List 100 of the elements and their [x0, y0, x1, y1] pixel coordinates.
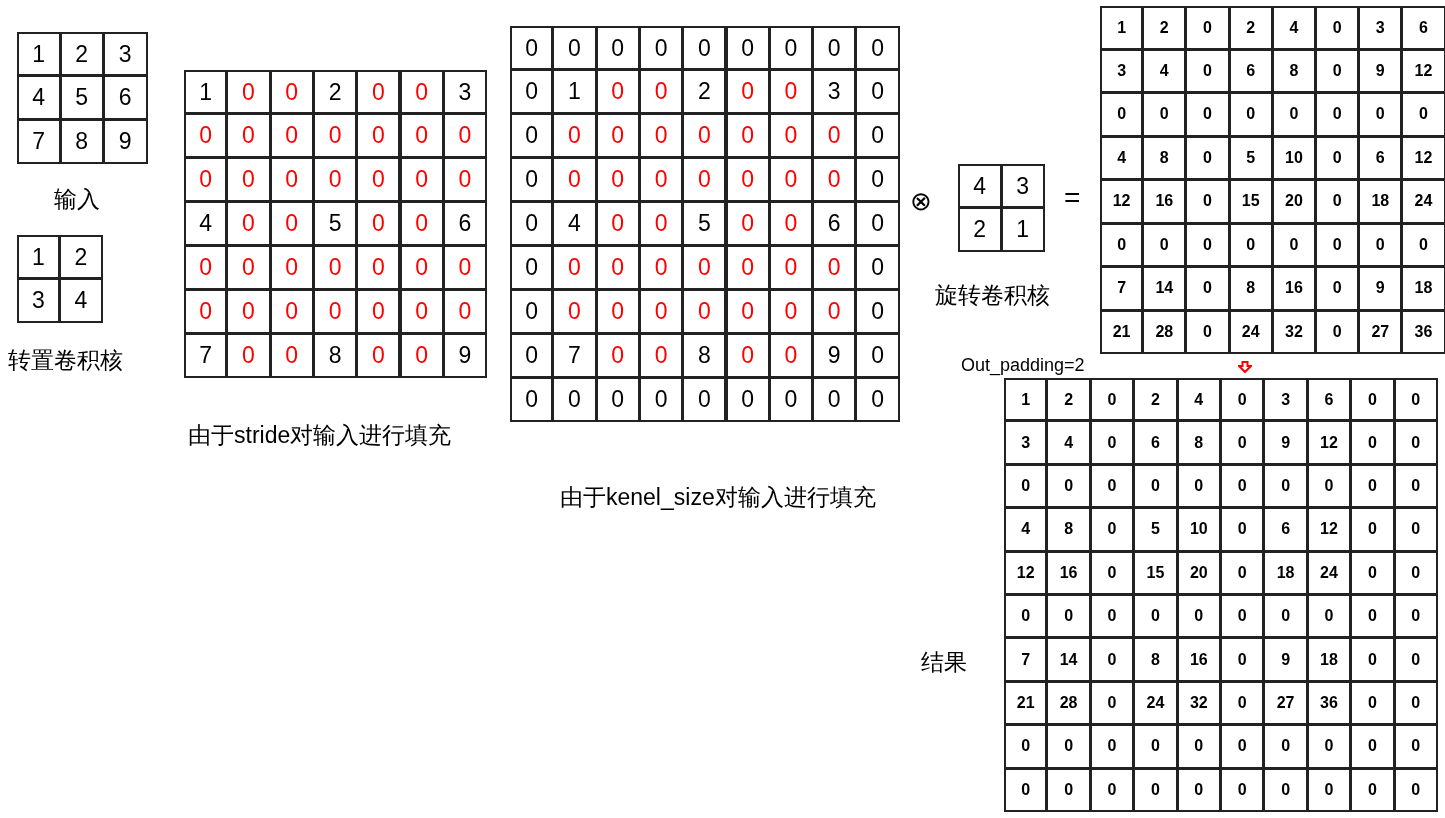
matrix-cell: 0 — [269, 333, 314, 378]
matrix-cell: 0 — [638, 113, 684, 158]
matrix-cell: 0 — [1133, 463, 1178, 509]
matrix-cell: 0 — [725, 201, 770, 246]
matrix-cell: 4 — [1100, 135, 1144, 180]
matrix-cell: 1 — [184, 70, 228, 114]
matrix-cell: 0 — [442, 157, 488, 202]
matrix-cell: 0 — [1350, 550, 1395, 595]
matrix-cell: 0 — [1133, 767, 1178, 812]
matrix-cell: 0 — [1185, 92, 1230, 137]
matrix-cell: 3 — [1358, 6, 1403, 50]
matrix-cell: 0 — [725, 245, 770, 290]
matrix-cell: 0 — [1220, 767, 1265, 812]
matrix-cell: 0 — [356, 157, 401, 202]
matrix-cell: 0 — [552, 157, 597, 202]
matrix-cell: 0 — [768, 26, 814, 70]
matrix-cell: 0 — [1220, 550, 1265, 595]
matrix-cell: 0 — [1393, 594, 1438, 639]
matrix-cell: 0 — [725, 377, 770, 422]
matrix-cell: 0 — [1393, 507, 1438, 552]
matrix-cell: 0 — [1271, 222, 1316, 267]
matrix-cell: 0 — [1004, 594, 1048, 639]
matrix-cell: 0 — [1089, 507, 1135, 552]
matrix-cell: 0 — [1089, 463, 1135, 509]
matrix-cell: 0 — [1220, 637, 1265, 682]
matrix-cell: 12 — [1004, 550, 1048, 595]
matrix-cell: 3 — [812, 69, 857, 114]
matrix-cell: 0 — [1046, 594, 1091, 639]
matrix-cell: 0 — [226, 113, 271, 158]
matrix-cell: 1 — [17, 32, 61, 76]
matrix-cell: 2 — [59, 235, 103, 279]
matrix-cell: 0 — [812, 377, 857, 422]
caption-text: 转置卷积核 — [8, 346, 123, 375]
matrix-cell: 0 — [1089, 724, 1135, 769]
matrix-cell: 4 — [958, 164, 1002, 208]
matrix-cell: 0 — [1315, 222, 1360, 267]
matrix-cell: 0 — [595, 69, 640, 114]
matrix-cell: 0 — [682, 113, 727, 158]
matrix-cell: 0 — [1393, 550, 1438, 595]
matrix-cell: 0 — [269, 201, 314, 246]
matrix-cell: 0 — [399, 70, 444, 114]
matrix-cell: 0 — [725, 289, 770, 334]
matrix-cell: 0 — [1263, 724, 1308, 769]
matrix-cell: 0 — [552, 113, 597, 158]
matrix-cell: 12 — [1306, 507, 1352, 552]
matrix-cell: 0 — [1263, 767, 1308, 812]
matrix-cell: 24 — [1306, 550, 1352, 595]
matrix-cell: 8 — [682, 333, 727, 378]
matrix-cell: 0 — [1315, 92, 1360, 137]
matrix-cell: 4 — [1004, 507, 1048, 552]
matrix-cell: 0 — [768, 69, 814, 114]
matrix-cell: 0 — [226, 333, 271, 378]
matrix-cell: 9 — [1358, 266, 1403, 311]
matrix-cell: 0 — [1089, 420, 1135, 465]
matrix-cell: 0 — [356, 289, 401, 334]
matrix-cell: 4 — [1176, 378, 1221, 422]
matrix-cell: 0 — [1401, 92, 1445, 137]
matrix-cell: 0 — [226, 70, 271, 114]
matrix-cell: 0 — [552, 377, 597, 422]
matrix-cell: 10 — [1271, 135, 1316, 180]
matrix-cell: 0 — [1306, 767, 1352, 812]
matrix-cell: 6 — [1263, 507, 1308, 552]
matrix-cell: 0 — [1393, 724, 1438, 769]
matrix-cell: 8 — [1228, 266, 1273, 311]
matrix-cell: 0 — [312, 157, 358, 202]
matrix-cell: 0 — [1004, 767, 1048, 812]
matrix-cell: 0 — [1089, 594, 1135, 639]
matrix-cell: 0 — [682, 26, 727, 70]
matrix-cell: 0 — [768, 113, 814, 158]
matrix-cell: 0 — [1220, 594, 1265, 639]
matrix-cell: 7 — [17, 119, 61, 164]
matrix-cell: 18 — [1358, 179, 1403, 224]
matrix-cell: 3 — [1000, 164, 1045, 208]
matrix-cell: 6 — [1358, 135, 1403, 180]
matrix-cell: 0 — [1350, 420, 1395, 465]
matrix-cell: 0 — [510, 69, 554, 114]
matrix-cell: 0 — [1271, 92, 1316, 137]
matrix-cell: 0 — [1185, 222, 1230, 267]
matrix-cell: 0 — [1046, 767, 1091, 812]
matrix-cell: 8 — [1142, 135, 1187, 180]
matrix-cell: 0 — [1089, 378, 1135, 422]
matrix-cell: 0 — [725, 26, 770, 70]
matrix-cell: 0 — [226, 289, 271, 334]
caption-text: 输入 — [54, 185, 100, 214]
matrix-cell: 0 — [1306, 463, 1352, 509]
matrix-cell: 0 — [768, 289, 814, 334]
matrix-cell: 8 — [1133, 637, 1178, 682]
matrix-cell: 18 — [1306, 637, 1352, 682]
matrix-cell: 0 — [356, 245, 401, 290]
matrix-cell: 7 — [1100, 266, 1144, 311]
matrix-cell: 0 — [725, 333, 770, 378]
matrix-cell: 36 — [1306, 680, 1352, 726]
matrix-cell: 16 — [1271, 266, 1316, 311]
matrix-cell: 0 — [269, 157, 314, 202]
matrix-cell: 0 — [1350, 724, 1395, 769]
matrix-cell: 0 — [552, 26, 597, 70]
matrix-cell: 21 — [1100, 309, 1144, 354]
matrix-cell: 0 — [1393, 420, 1438, 465]
matrix-cell: 20 — [1271, 179, 1316, 224]
matrix-cell: 4 — [184, 201, 228, 246]
